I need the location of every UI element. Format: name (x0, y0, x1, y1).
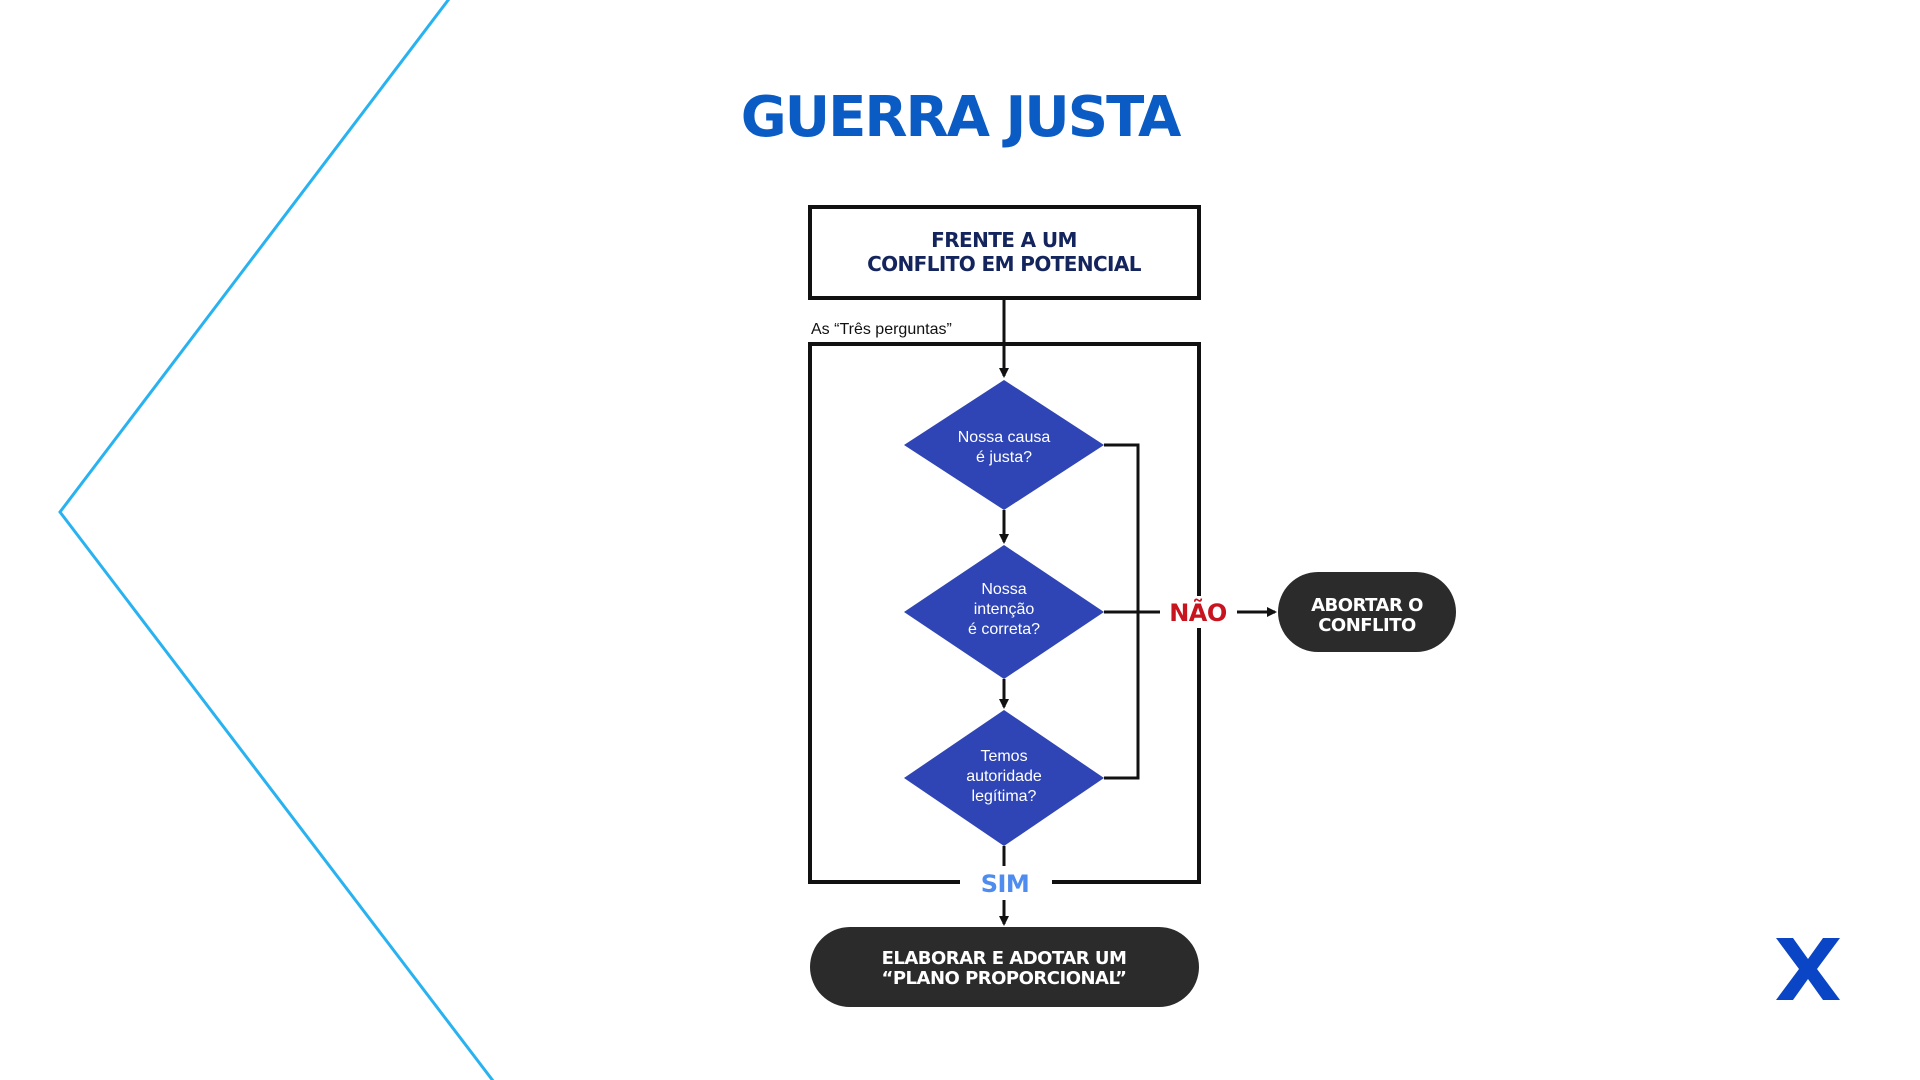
question-2-line2: intenção (974, 601, 1035, 618)
question-2-line1: Nossa (981, 581, 1026, 598)
question-1-line2: é justa? (976, 449, 1032, 466)
abort-conflict-terminal: ABORTAR O CONFLITO (1278, 572, 1456, 652)
no-branch-bracket (1104, 443, 1160, 780)
start-box-line2: CONFLITO EM POTENCIAL (867, 252, 1142, 276)
group-caption: As “Três perguntas” (811, 321, 952, 338)
proportional-plan-terminal: ELABORAR E ADOTAR UM “PLANO PROPORCIONAL… (810, 927, 1199, 1007)
start-box: FRENTE A UM CONFLITO EM POTENCIAL (808, 205, 1201, 300)
abort-line2: CONFLITO (1318, 615, 1416, 636)
questions-group-frame (808, 342, 1201, 884)
page-title: GUERRA JUSTA (740, 85, 1182, 150)
abort-line1: ABORTAR O (1311, 595, 1423, 616)
question-3-line3: legítima? (972, 788, 1037, 805)
question-3-line2: autoridade (966, 768, 1042, 785)
yes-label: SIM (981, 870, 1030, 898)
question-1-line1: Nossa causa (958, 429, 1051, 446)
question-2-line3: é correta? (968, 621, 1040, 638)
plan-line2: “PLANO PROPORCIONAL” (882, 968, 1127, 989)
start-box-line1: FRENTE A UM (931, 228, 1077, 252)
question-diamond-2: Nossa intenção é correta? (904, 545, 1104, 679)
x-logo-icon[interactable] (1776, 938, 1840, 1000)
plan-line1: ELABORAR E ADOTAR UM (882, 948, 1127, 969)
question-3-line1: Temos (980, 748, 1027, 765)
question-diamond-1: Nossa causa é justa? (904, 380, 1104, 510)
no-label-bg (1160, 596, 1233, 628)
no-label: NÃO (1169, 598, 1227, 627)
question-diamond-3: Temos autoridade legítima? (904, 710, 1104, 846)
